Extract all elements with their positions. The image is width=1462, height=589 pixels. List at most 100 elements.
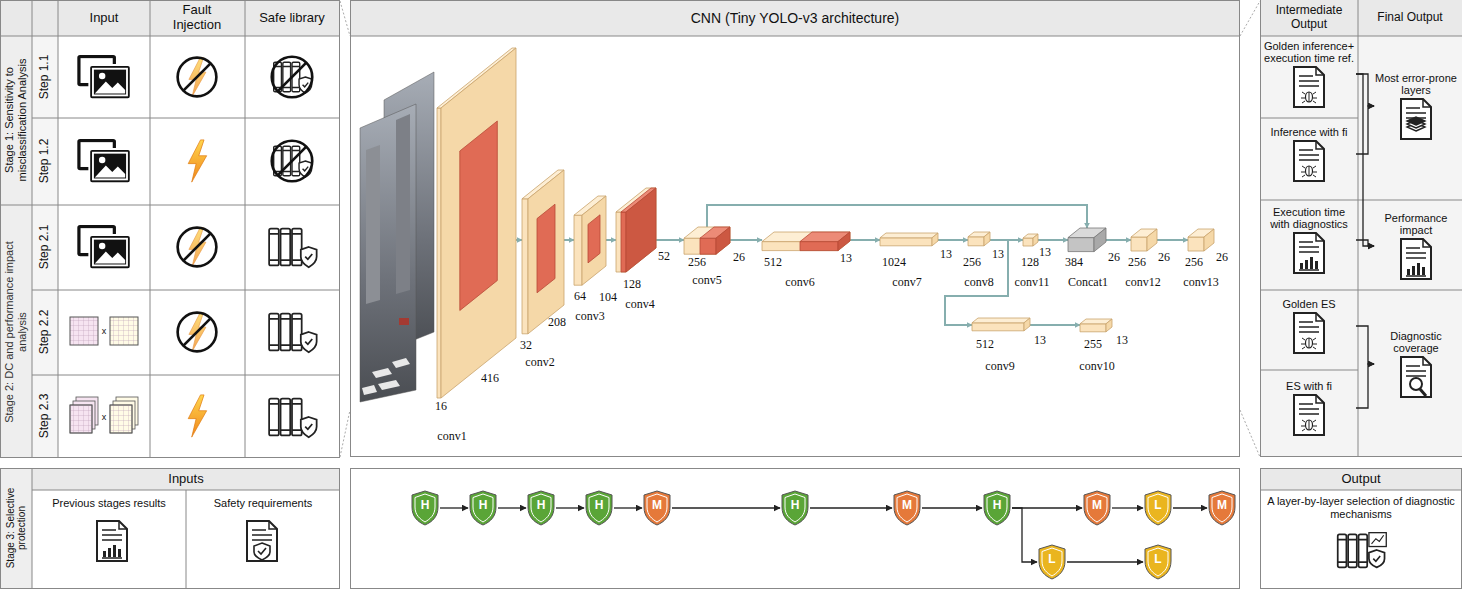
protection-level: H	[410, 498, 440, 512]
dimension-label: 255	[1084, 338, 1102, 350]
protection-shield: M	[1207, 490, 1237, 526]
dimension-label: 64	[574, 290, 586, 302]
dimension-label: 26	[1158, 251, 1170, 263]
protection-shield: L	[1143, 490, 1173, 526]
dimension-label: 16	[435, 400, 447, 412]
label: Stage 3: Selective protection	[0, 470, 32, 586]
label: Input	[60, 1, 148, 35]
cuboid-side	[1024, 318, 1030, 331]
protection-shield: H	[584, 490, 614, 526]
protection-shield: M	[892, 490, 922, 526]
protection-level: L	[1037, 552, 1067, 566]
cuboid-side	[932, 233, 938, 246]
zoom-lines	[340, 1, 1260, 457]
connector	[1106, 239, 1131, 241]
dimension-label: 52	[658, 250, 670, 262]
layer-name: conv7	[892, 276, 921, 288]
document-caption: Golden ES	[1282, 298, 1335, 310]
kernel-side	[716, 227, 730, 254]
protection-shield: M	[642, 490, 672, 526]
cuboid-front	[968, 237, 984, 246]
layer-cuboid	[968, 232, 990, 246]
connector	[1030, 324, 1080, 326]
cuboid-front	[1131, 237, 1147, 251]
connector	[1157, 239, 1188, 241]
cuboid-side	[1204, 229, 1214, 251]
document-glyph	[1294, 141, 1324, 181]
label: Intermediate Output	[1262, 1, 1356, 35]
kernel-patch	[588, 215, 600, 263]
layer-cuboid	[1068, 228, 1106, 252]
layer-box: 32208conv2	[522, 170, 564, 334]
dimension-label: 512	[764, 256, 782, 268]
connector	[707, 205, 1087, 228]
dimension-label: 32	[520, 339, 532, 351]
results-icon	[97, 521, 127, 561]
connector	[1356, 74, 1374, 106]
protection-level: H	[780, 498, 810, 512]
cuboid-front	[522, 199, 528, 334]
cuboid-side	[984, 232, 990, 246]
fault-icon	[188, 395, 206, 437]
connector	[1112, 507, 1143, 508]
protection-level: M	[1207, 498, 1237, 512]
document-caption: Inference with fi	[1270, 126, 1347, 138]
dimension-label: 256	[1128, 256, 1146, 268]
cuboid-front	[762, 242, 838, 251]
dimension-label: 13	[1039, 246, 1051, 258]
layer-box: 25513conv10	[1080, 319, 1112, 332]
dimension-label: 416	[481, 372, 499, 384]
cuboid-side	[1147, 229, 1157, 251]
label: Safe library	[246, 1, 338, 35]
layer-box: 64104conv3	[574, 196, 606, 285]
layer-name: conv1	[437, 430, 466, 442]
document-caption: Diagnostic coverage	[1374, 330, 1458, 354]
protection-shield: H	[982, 490, 1012, 526]
layer-name: conv3	[575, 310, 604, 322]
document-glyph	[1401, 99, 1431, 139]
document-icon	[1398, 98, 1434, 140]
protection-level: M	[892, 498, 922, 512]
cuboid-top	[972, 318, 1030, 323]
layer-box: 51213conv6	[762, 232, 850, 251]
label: Fault Injection	[157, 1, 237, 35]
output-document: Golden inference+ execution time ref.	[1262, 40, 1356, 108]
document-caption: ES with fi	[1286, 380, 1332, 392]
dimension-label: 1024	[882, 256, 906, 268]
layer-name: conv9	[985, 360, 1014, 372]
kernel-front	[621, 212, 626, 272]
dimension-label: 128	[623, 278, 641, 290]
layer-cuboid	[1023, 234, 1038, 246]
layer-cuboid	[880, 233, 938, 246]
document-caption: Performance impact	[1374, 212, 1458, 236]
cuboid-side	[582, 196, 606, 285]
layer-box: 16416conv1	[437, 48, 516, 398]
dimension-label: 13	[992, 248, 1004, 260]
output-document: ES with fi	[1262, 380, 1356, 436]
label: Stage 2: DC and performance impact analy…	[0, 227, 32, 437]
layer-box: 102413conv7	[880, 233, 938, 246]
image-icon	[77, 225, 130, 269]
cuboid-front	[574, 215, 582, 285]
no-fault-icon	[178, 313, 217, 352]
label: Output	[1263, 469, 1459, 489]
protection-shield: H	[468, 490, 498, 526]
document-icon	[1291, 312, 1327, 354]
protection-level: H	[468, 498, 498, 512]
cuboid-front	[880, 238, 932, 246]
label: Stage 1: Sensitivity to misclassificatio…	[0, 37, 32, 203]
library-icon	[269, 314, 317, 353]
document-glyph	[1294, 313, 1324, 353]
protection-shield: L	[1143, 544, 1173, 580]
dimension-label: 384	[1065, 256, 1083, 268]
layer-cuboid	[437, 48, 516, 398]
layer-box: 25626conv5	[684, 227, 730, 254]
protection-shield: L	[1037, 544, 1067, 580]
output-document: Most error-prone layers	[1374, 72, 1458, 140]
image-icon	[77, 139, 130, 183]
document-icon	[1398, 238, 1434, 280]
stage-table	[0, 0, 340, 458]
connector	[1356, 74, 1374, 246]
layer-box: 12813conv11	[1023, 234, 1038, 246]
layer-cuboid	[1080, 319, 1112, 332]
